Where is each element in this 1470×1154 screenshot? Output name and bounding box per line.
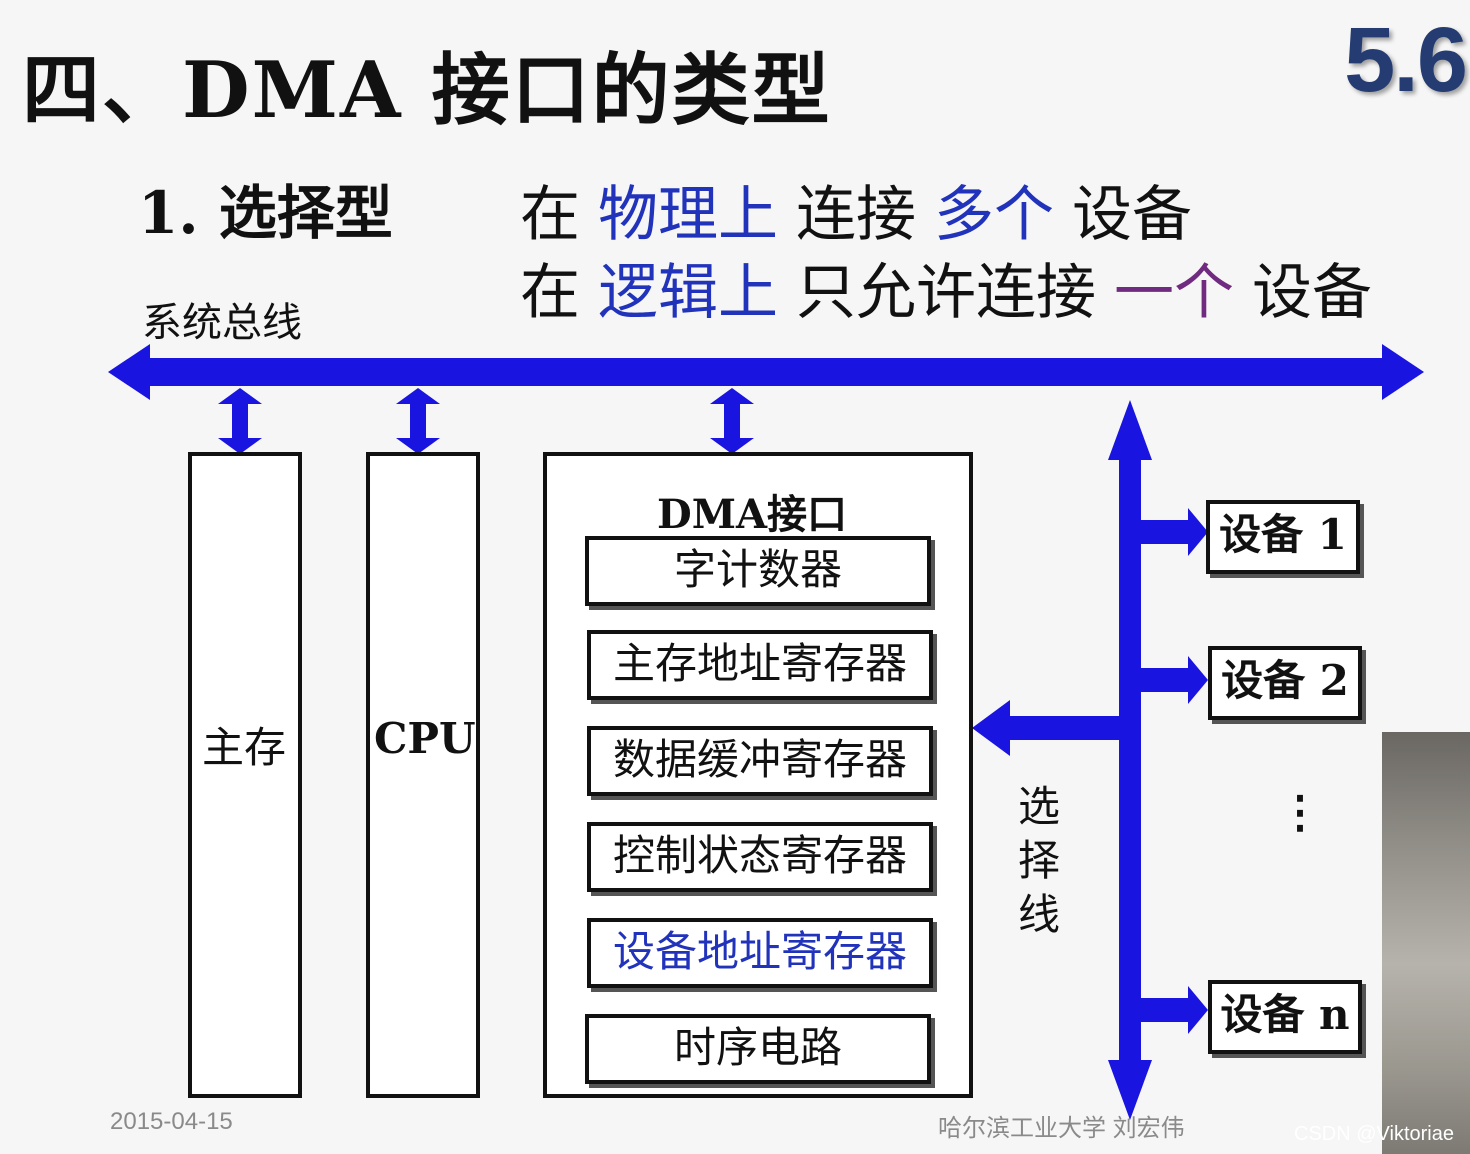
- device-ellipsis: ⋮: [1278, 787, 1322, 838]
- page-title: 四、DMA 接口的类型: [22, 45, 832, 136]
- desc-1-part-2: 物理上: [598, 180, 778, 250]
- dma-bus-link: [710, 388, 754, 454]
- device-2-arrow: [1140, 656, 1208, 704]
- cpu-label: CPU: [374, 714, 476, 763]
- device-1-arrow: [1140, 508, 1208, 556]
- footer-author: 哈尔滨工业大学 刘宏伟: [938, 1115, 1185, 1142]
- desc-2-part-1: 在: [520, 258, 580, 328]
- cpu-bus-link: [396, 388, 440, 454]
- desc-2-part-4: 一个: [1114, 258, 1234, 328]
- data-buffer-register: 数据缓冲寄存器: [587, 726, 933, 796]
- desc-2-part-3: 只允许连接: [796, 258, 1096, 328]
- select-line-label: 选择线: [1018, 782, 1061, 939]
- select-line-arrow: [972, 700, 1122, 756]
- main-memory-label: 主存: [202, 723, 287, 772]
- footer-date: 2015-04-15: [110, 1108, 233, 1135]
- desc-2-part-5: 设备: [1252, 258, 1372, 328]
- desc-1-part-5: 设备: [1072, 180, 1192, 250]
- device-bus-arrow: [1108, 400, 1152, 1120]
- watermark: CSDN @Viktoriae: [1294, 1123, 1454, 1145]
- system-bus-label: 系统总线: [142, 300, 302, 346]
- desc-1-part-1: 在: [520, 180, 580, 250]
- device-n-arrow: [1140, 986, 1208, 1034]
- cpu-box: CPU: [366, 452, 480, 1098]
- desc-1-part-4: 多个: [934, 180, 1054, 250]
- control-status-register: 控制状态寄存器: [587, 822, 933, 892]
- timing-circuit: 时序电路: [585, 1014, 931, 1084]
- memory-address-register: 主存地址寄存器: [587, 630, 933, 700]
- device-1-box: 设备 1: [1206, 500, 1360, 574]
- system-bus-arrow: [108, 344, 1424, 400]
- device-n-box: 设备 n: [1208, 980, 1362, 1054]
- slide-number: 5.6: [1344, 9, 1468, 111]
- dma-interface-title: DMA接口: [657, 491, 847, 538]
- desc-1-part-3: 连接: [796, 180, 916, 250]
- section-subtitle: 1. 选择型: [138, 179, 393, 247]
- description-line-1: 在物理上连接多个设备: [520, 166, 1210, 253]
- device-address-register: 设备地址寄存器: [587, 918, 933, 988]
- word-counter-register: 字计数器: [585, 536, 931, 606]
- main-memory-box: 主存: [188, 452, 302, 1098]
- description-line-2: 在逻辑上只允许连接一个设备: [520, 244, 1390, 331]
- video-overlay: [1382, 732, 1470, 1154]
- device-2-box: 设备 2: [1208, 646, 1362, 720]
- desc-2-part-2: 逻辑上: [598, 258, 778, 328]
- memory-bus-link: [218, 388, 262, 454]
